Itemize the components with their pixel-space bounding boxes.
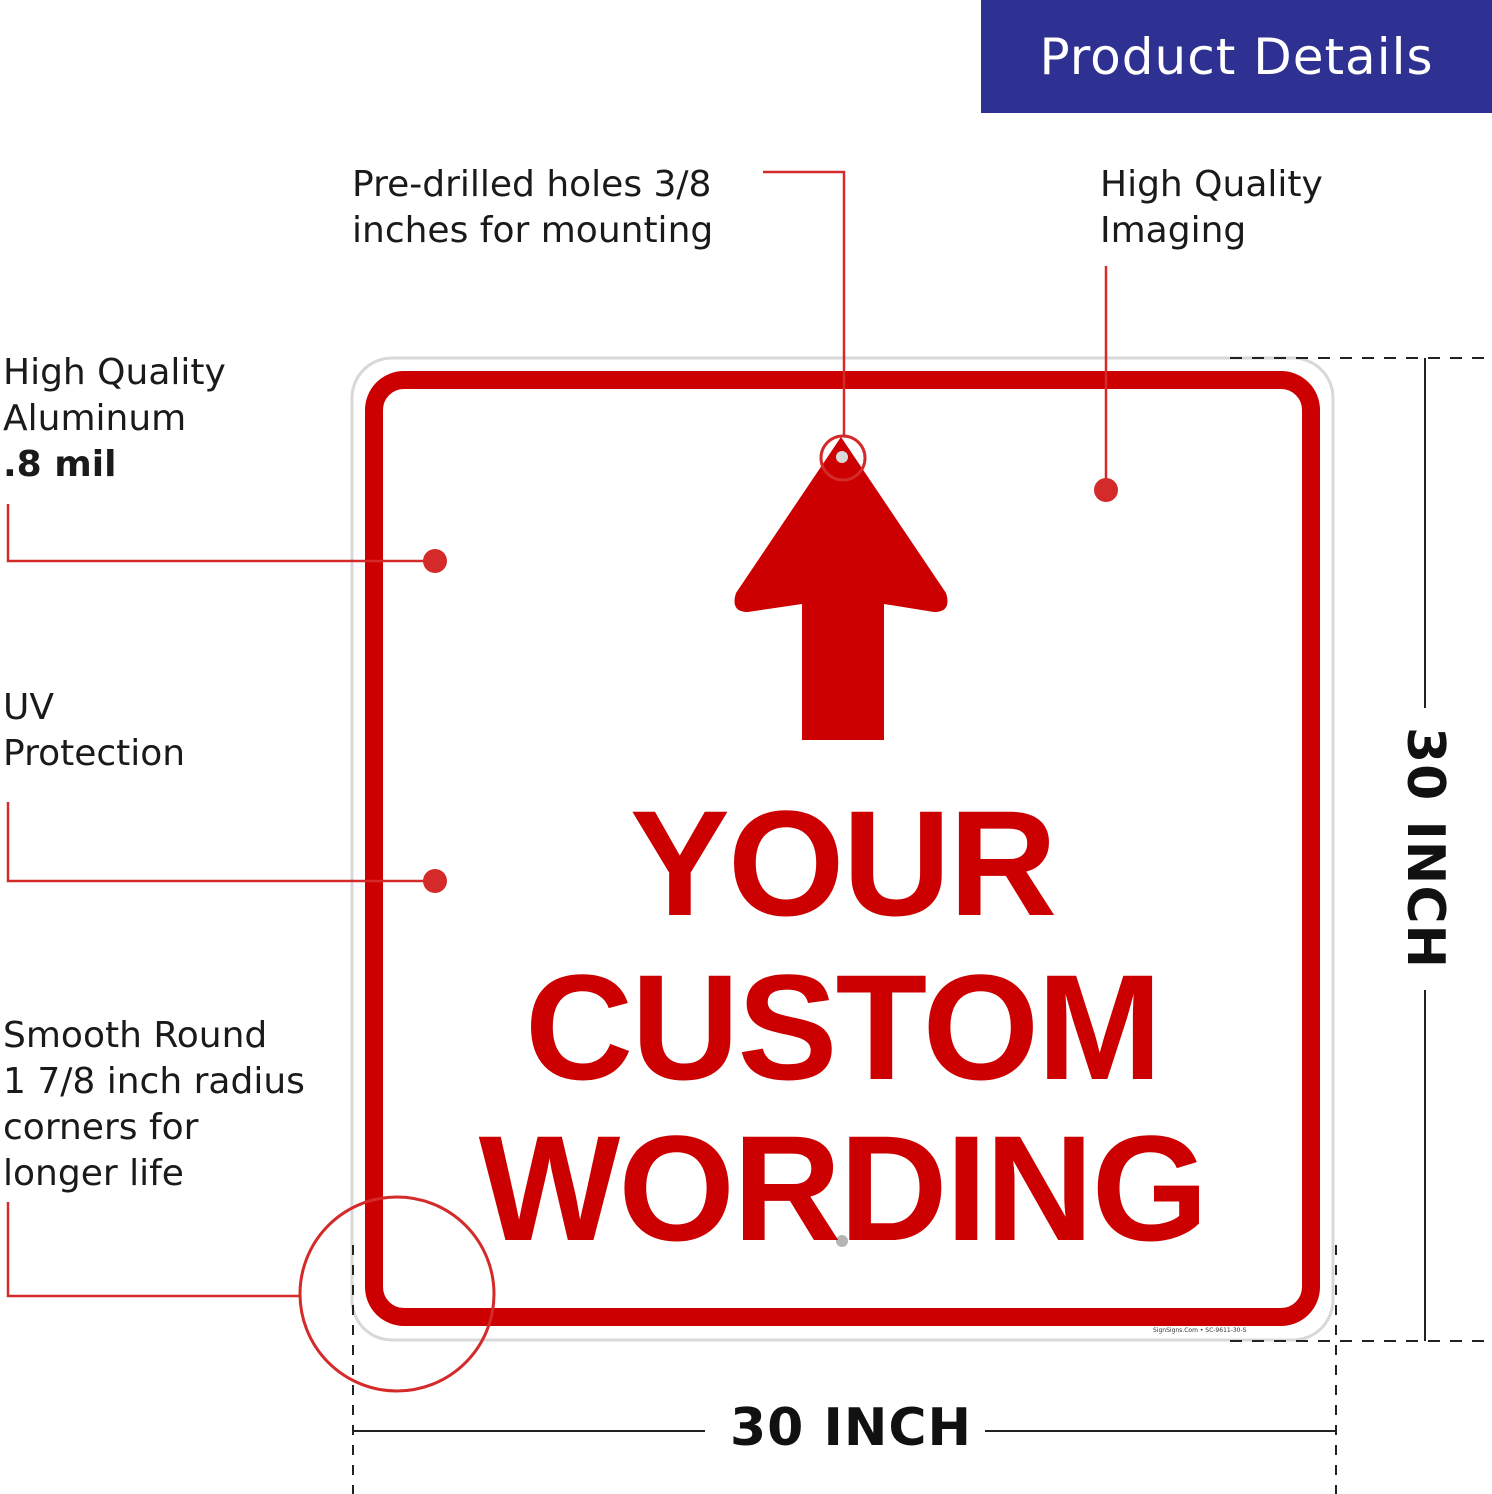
- callout-uv: UV Protection: [3, 687, 186, 774]
- sign-line-1: YOUR: [629, 779, 1057, 947]
- banner-title: Product Details: [1039, 27, 1434, 86]
- aluminum-thickness: .8 mil: [3, 444, 117, 485]
- aluminum-leader-line: [6, 504, 435, 563]
- imaging-callout-dot: [1094, 478, 1118, 502]
- width-dimension-label: 30 INCH: [730, 1398, 973, 1458]
- top-mounting-hole: [836, 451, 848, 463]
- sign-line-2: CUSTOM: [524, 943, 1162, 1111]
- aluminum-callout-dot: [423, 549, 447, 573]
- sign-credit: SignSigns.Com • SC-9611-30-S: [1153, 1327, 1247, 1334]
- product-details-banner: Product Details: [981, 0, 1492, 113]
- callout-aluminum: High Quality Aluminum .8 mil: [3, 350, 226, 488]
- callout-corners: Smooth Round 1 7/8 inch radius corners f…: [3, 1015, 305, 1194]
- callout-imaging: High Quality Imaging: [1100, 164, 1323, 251]
- holes-callout-ring: [819, 434, 867, 482]
- sign-line-3: WORDING: [478, 1104, 1209, 1272]
- holes-leader-line: [763, 170, 846, 436]
- corners-leader-line: [6, 1202, 300, 1298]
- height-dimension-label: 30 INCH: [1395, 726, 1455, 970]
- callout-holes: Pre-drilled holes 3/8 inches for mountin…: [352, 164, 714, 251]
- up-arrow: [734, 437, 948, 740]
